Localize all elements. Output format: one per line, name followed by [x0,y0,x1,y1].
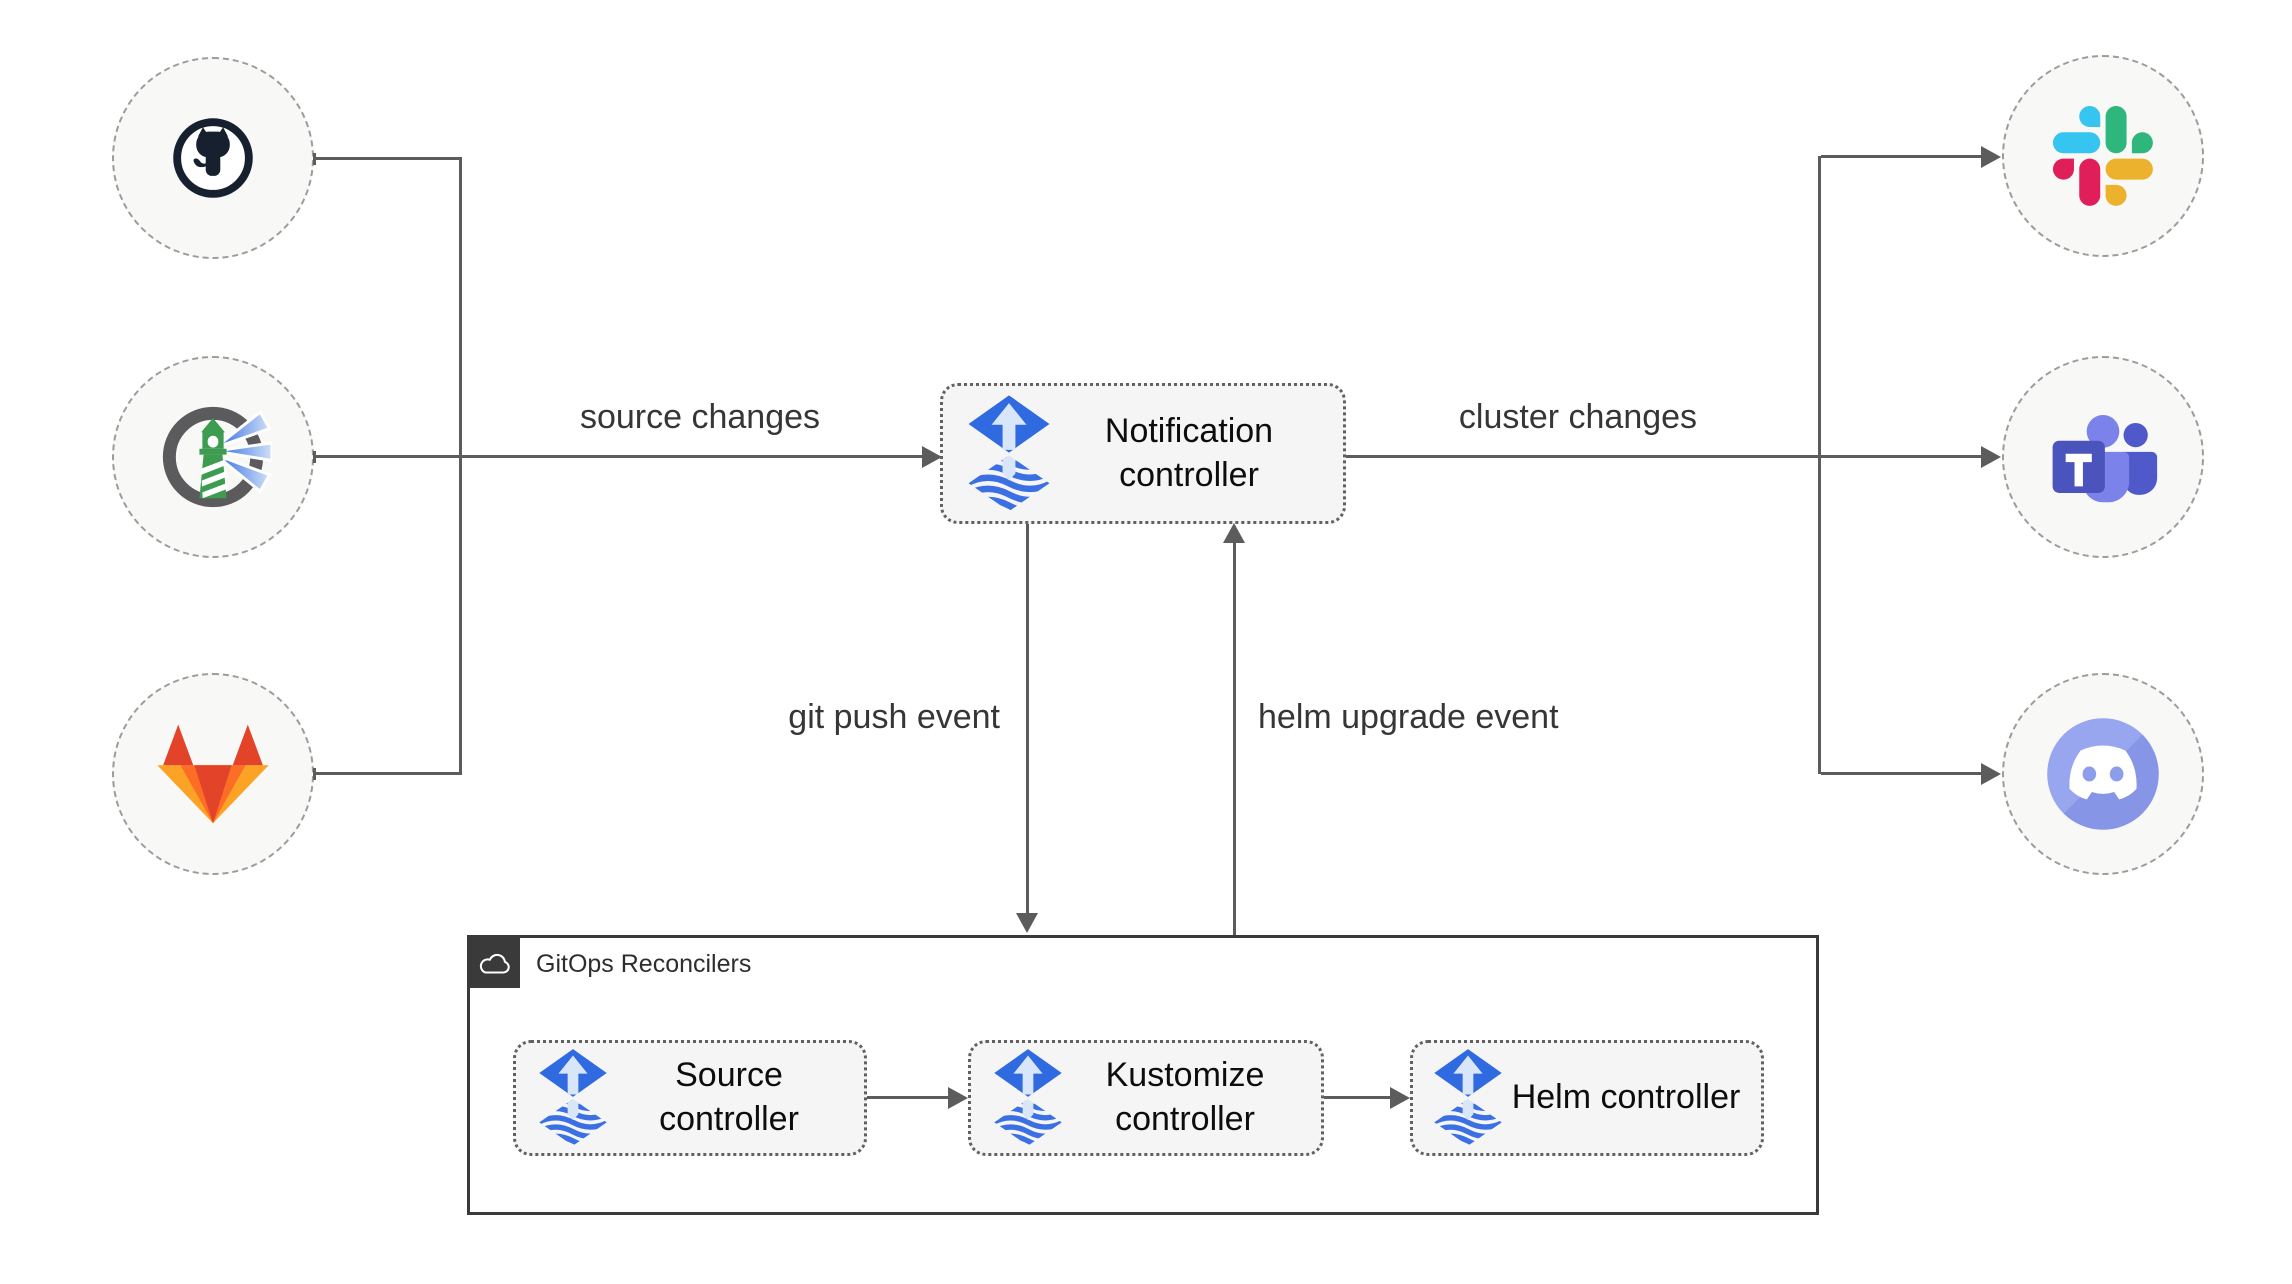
node-harbor [112,356,314,558]
discord-icon [2041,712,2165,836]
edge-helm-upgrade-arrowhead [1223,523,1245,543]
node-gitlab [112,673,314,875]
github-icon [157,102,269,214]
edge-github-tick [313,153,316,165]
edge-git-push-arrowhead [1016,913,1038,933]
source-controller-label: Source controller [659,1056,799,1138]
edge-discord-arrowhead [1981,763,2001,785]
node-teams [2002,356,2204,558]
edge-label-source-changes: source changes [579,398,821,436]
harbor-icon [154,398,272,516]
edge-left-bus [459,157,462,775]
edge-slack-arrowhead [1981,146,2001,168]
edge-slack-line [1821,155,1981,158]
edge-teams-arrowhead [1981,446,2001,468]
cloud-icon [477,950,513,977]
node-slack [2002,55,2204,257]
edge-right-bus [1818,156,1821,774]
edge-cluster-changes-line [1346,455,1820,458]
edge-kustomize-to-helm-line [1324,1096,1390,1099]
edge-source-changes-line [314,455,922,458]
edge-kustomize-to-helm-arrowhead [1390,1087,1410,1109]
slack-icon [2053,106,2153,206]
helm-controller-box: Helm controller [1410,1040,1764,1156]
edge-discord-line [1821,772,1981,775]
node-github [112,57,314,259]
edge-teams-line [1821,455,1981,458]
flux-icon [967,394,1051,514]
edge-label-helm-upgrade-event: helm upgrade event [1258,698,1559,736]
kustomize-controller-label: Kustomize controller [1105,1056,1265,1138]
notification-controller-box: Notification controller [940,383,1346,524]
edge-source-to-kustomize-arrowhead [948,1087,968,1109]
edge-helm-upgrade-line [1233,543,1236,935]
teams-icon [2047,407,2159,508]
edge-git-push-line [1026,524,1029,913]
node-discord [2002,673,2204,875]
kustomize-controller-box: Kustomize controller [968,1040,1324,1156]
gitops-reconcilers-title: GitOps Reconcilers [536,950,752,978]
flux-icon [538,1048,608,1148]
edge-gitlab-tick [313,768,316,780]
gitops-reconcilers-container: GitOps Reconcilers [467,935,1819,1215]
flux-icon [1433,1048,1503,1148]
gitops-reconcilers-badge [470,938,520,988]
notification-controller-label: Notification controller [1104,411,1274,494]
edge-source-to-kustomize-line [867,1096,948,1099]
source-controller-box: Source controller [513,1040,867,1156]
edge-source-changes-arrowhead [922,446,942,468]
helm-controller-label: Helm controller [1511,1078,1741,1117]
edge-label-git-push-event: git push event [788,698,1000,736]
edge-label-cluster-changes: cluster changes [1458,398,1698,436]
edge-gitlab-line [314,772,462,775]
gitlab-icon [155,721,271,828]
edge-github-line [314,157,462,160]
flux-icon [993,1048,1063,1148]
